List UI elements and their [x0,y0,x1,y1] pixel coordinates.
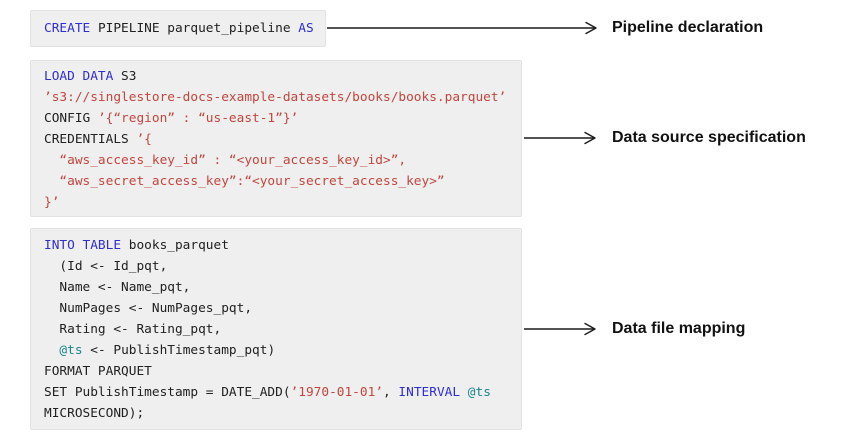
arrow-right-icon [524,322,596,336]
annotation-data-source-specification: Data source specification [612,129,806,146]
arrow-right-icon [327,21,597,35]
arrow-right-icon [524,131,596,145]
code-block-data-source-specification: LOAD DATA S3’s3://singlestore-docs-examp… [30,60,522,217]
code-block-pipeline-declaration: CREATE PIPELINE parquet_pipeline AS [30,10,326,47]
annotation-pipeline-declaration: Pipeline declaration [612,19,764,36]
code-block-data-file-mapping: INTO TABLE books_parquet (Id <- Id_pqt, … [30,228,522,430]
annotation-data-file-mapping: Data file mapping [612,320,746,337]
